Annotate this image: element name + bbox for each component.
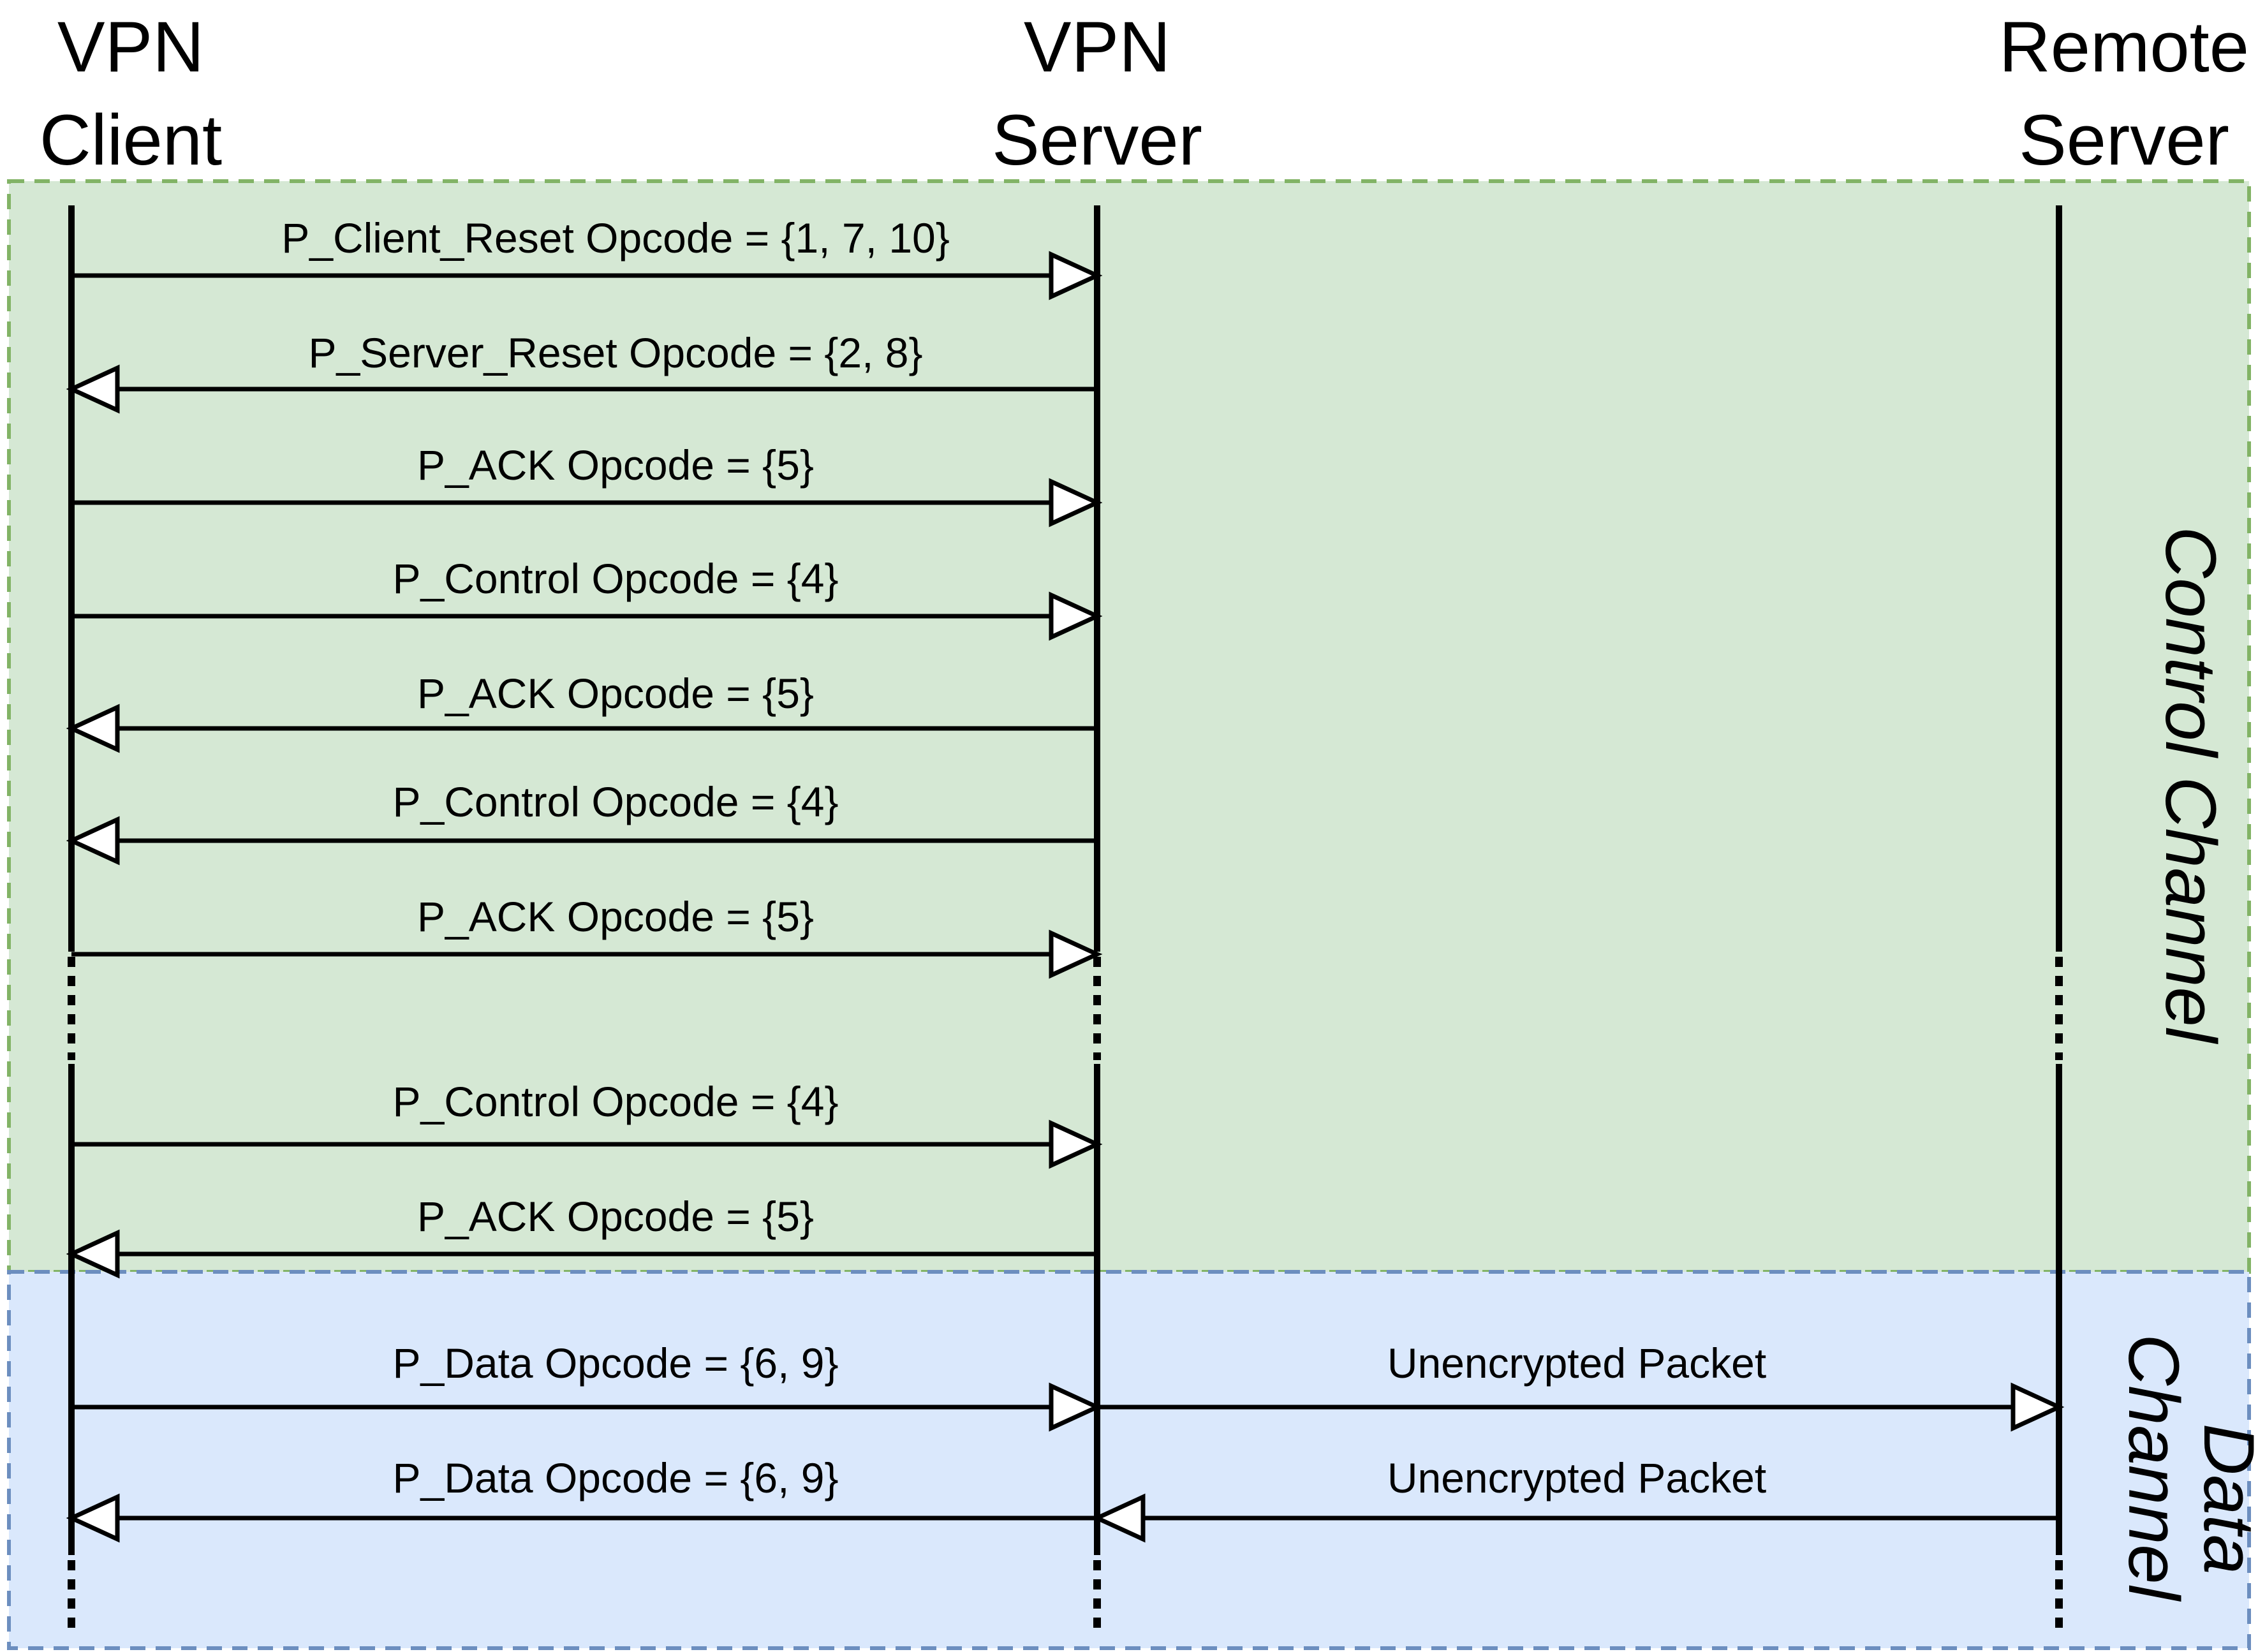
message-data-2: P_Data Opcode = {6, 9} — [66, 1454, 1097, 1543]
message-unencrypted-1: Unencrypted Packet — [1097, 1339, 2065, 1432]
message-label: P_ACK Opcode = {5} — [417, 441, 814, 489]
message-ack-2: P_ACK Opcode = {5} — [66, 670, 1097, 753]
participant-client-line2: Client — [40, 100, 222, 180]
message-label: P_Data Opcode = {6, 9} — [392, 1454, 838, 1501]
message-label: P_Server_Reset Opcode = {2, 8} — [308, 329, 922, 376]
message-data-1: P_Data Opcode = {6, 9} — [71, 1339, 1103, 1432]
message-arrowhead-icon — [66, 1229, 120, 1279]
message-ack-4: P_ACK Opcode = {5} — [66, 1193, 1097, 1279]
participant-remote-server-line2: Server — [2019, 100, 2229, 180]
message-label: Unencrypted Packet — [1387, 1339, 1766, 1387]
control-channel-label: Control Channel — [2151, 526, 2231, 1044]
message-arrowhead-icon — [66, 364, 120, 414]
message-arrowhead-icon — [2011, 1382, 2065, 1432]
message-label: P_Control Opcode = {4} — [393, 555, 839, 602]
message-client-reset: P_Client_Reset Opcode = {1, 7, 10} — [71, 214, 1103, 300]
message-arrowhead-icon — [1049, 591, 1103, 641]
message-unencrypted-2: Unencrypted Packet — [1091, 1454, 2059, 1543]
message-ack-3: P_ACK Opcode = {5} — [71, 893, 1103, 979]
message-control-1: P_Control Opcode = {4} — [71, 555, 1103, 641]
message-label: P_Control Opcode = {4} — [393, 1078, 839, 1125]
message-label: P_Data Opcode = {6, 9} — [392, 1339, 838, 1387]
message-control-3: P_Control Opcode = {4} — [71, 1078, 1103, 1169]
message-arrowhead-icon — [66, 1493, 120, 1543]
data-channel-label-line1: Data — [2189, 1424, 2258, 1575]
message-label: P_Control Opcode = {4} — [393, 778, 839, 825]
participant-client-line1: VPN — [57, 7, 204, 87]
message-arrowhead-icon — [1049, 1382, 1103, 1432]
data-channel-region — [7, 1270, 2251, 1650]
message-label: P_ACK Opcode = {5} — [417, 893, 814, 940]
message-arrowhead-icon — [1049, 929, 1103, 979]
message-ack-1: P_ACK Opcode = {5} — [71, 441, 1103, 527]
message-server-reset: P_Server_Reset Opcode = {2, 8} — [66, 329, 1097, 414]
message-group: P_Client_Reset Opcode = {1, 7, 10} P_Ser… — [66, 214, 2065, 1543]
message-arrowhead-icon — [66, 704, 120, 753]
participant-vpn-server-line1: VPN — [1024, 7, 1170, 87]
participant-remote-server-line1: Remote — [1999, 7, 2249, 87]
data-channel-label-line2: Channel — [2114, 1334, 2194, 1602]
message-label: P_ACK Opcode = {5} — [417, 670, 814, 717]
message-arrowhead-icon — [66, 816, 120, 866]
message-label: Unencrypted Packet — [1387, 1454, 1766, 1501]
message-control-2: P_Control Opcode = {4} — [66, 778, 1097, 866]
participant-vpn-server-line2: Server — [992, 100, 1202, 180]
message-arrowhead-icon — [1049, 1119, 1103, 1169]
message-label: P_Client_Reset Opcode = {1, 7, 10} — [281, 214, 950, 262]
message-label: P_ACK Opcode = {5} — [417, 1193, 814, 1240]
message-arrowhead-icon — [1049, 478, 1103, 527]
message-arrowhead-icon — [1049, 251, 1103, 300]
message-arrowhead-icon — [1091, 1493, 1146, 1543]
